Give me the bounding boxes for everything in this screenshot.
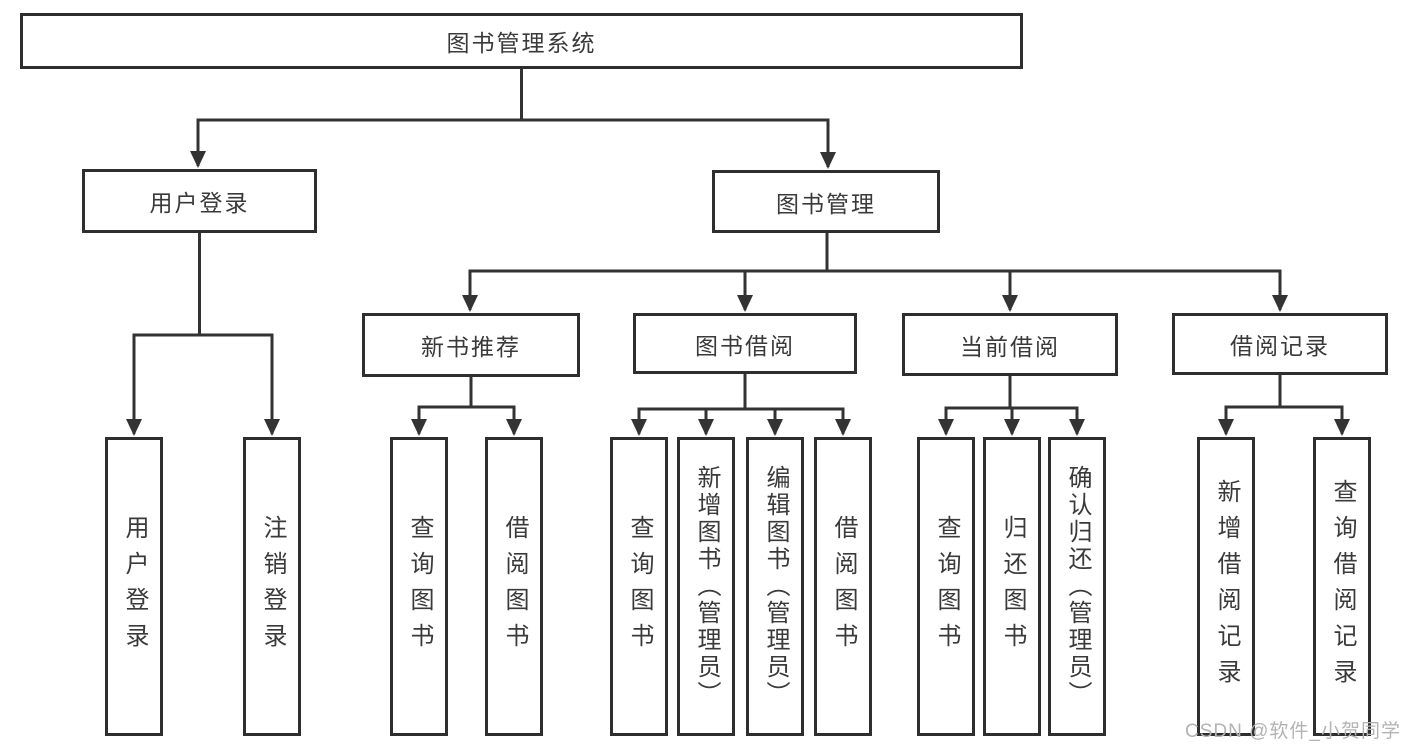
node-label: 用户登录 bbox=[149, 190, 250, 216]
node-label: 图书管理系统 bbox=[446, 30, 597, 56]
node-label: 借阅图书 bbox=[830, 514, 857, 659]
node-label: 查询借阅记录 bbox=[1329, 478, 1356, 695]
node-label: 用户登录 bbox=[121, 514, 148, 659]
node-label: 当前借阅 bbox=[960, 333, 1060, 360]
node-library-management-system: 图书管理系统 bbox=[20, 13, 1023, 69]
node-label: 确认归还（管理员） bbox=[1064, 465, 1091, 708]
node-label: 注销登录 bbox=[259, 514, 286, 659]
node-label: 查询图书 bbox=[933, 514, 960, 659]
node-book-management: 图书管理 bbox=[712, 170, 940, 233]
leaf-borrow-books: 借阅图书 bbox=[814, 437, 872, 736]
leaf-borrow-books: 借阅图书 bbox=[485, 437, 543, 736]
csdn-watermark: CSDN @软件_小贺同学 bbox=[1185, 721, 1401, 742]
node-book-borrowing: 图书借阅 bbox=[633, 313, 857, 374]
node-label: 图书借阅 bbox=[695, 332, 795, 359]
leaf-query-borrow-record: 查询借阅记录 bbox=[1313, 437, 1371, 736]
leaf-return-books: 归还图书 bbox=[983, 437, 1041, 736]
node-current-borrowing: 当前借阅 bbox=[902, 313, 1118, 376]
node-label: 新增图书（管理员） bbox=[693, 465, 720, 708]
leaf-query-books: 查询图书 bbox=[917, 437, 975, 736]
node-label: 新书推荐 bbox=[421, 334, 521, 360]
node-label: 借阅记录 bbox=[1230, 333, 1330, 359]
leaf-edit-books-admin: 编辑图书（管理员） bbox=[746, 437, 804, 736]
node-label: 借阅图书 bbox=[501, 514, 528, 659]
node-label: 编辑图书（管理员） bbox=[762, 465, 789, 708]
node-label: 归还图书 bbox=[999, 514, 1026, 659]
node-borrowing-records: 借阅记录 bbox=[1172, 313, 1388, 375]
leaf-user-login: 用户登录 bbox=[105, 437, 163, 736]
node-label: 图书管理 bbox=[776, 190, 876, 217]
node-label: 查询图书 bbox=[626, 514, 653, 659]
node-user-login: 用户登录 bbox=[82, 169, 317, 233]
leaf-query-books: 查询图书 bbox=[610, 437, 668, 736]
leaf-add-books-admin: 新增图书（管理员） bbox=[677, 437, 735, 736]
node-new-book-recommendation: 新书推荐 bbox=[362, 313, 580, 377]
node-label: 新增借阅记录 bbox=[1213, 478, 1240, 695]
node-label: 查询图书 bbox=[406, 514, 433, 659]
leaf-add-borrow-record: 新增借阅记录 bbox=[1197, 437, 1255, 736]
leaf-query-books: 查询图书 bbox=[390, 437, 448, 736]
leaf-confirm-return-admin: 确认归还（管理员） bbox=[1048, 437, 1106, 736]
leaf-logout: 注销登录 bbox=[243, 437, 301, 736]
